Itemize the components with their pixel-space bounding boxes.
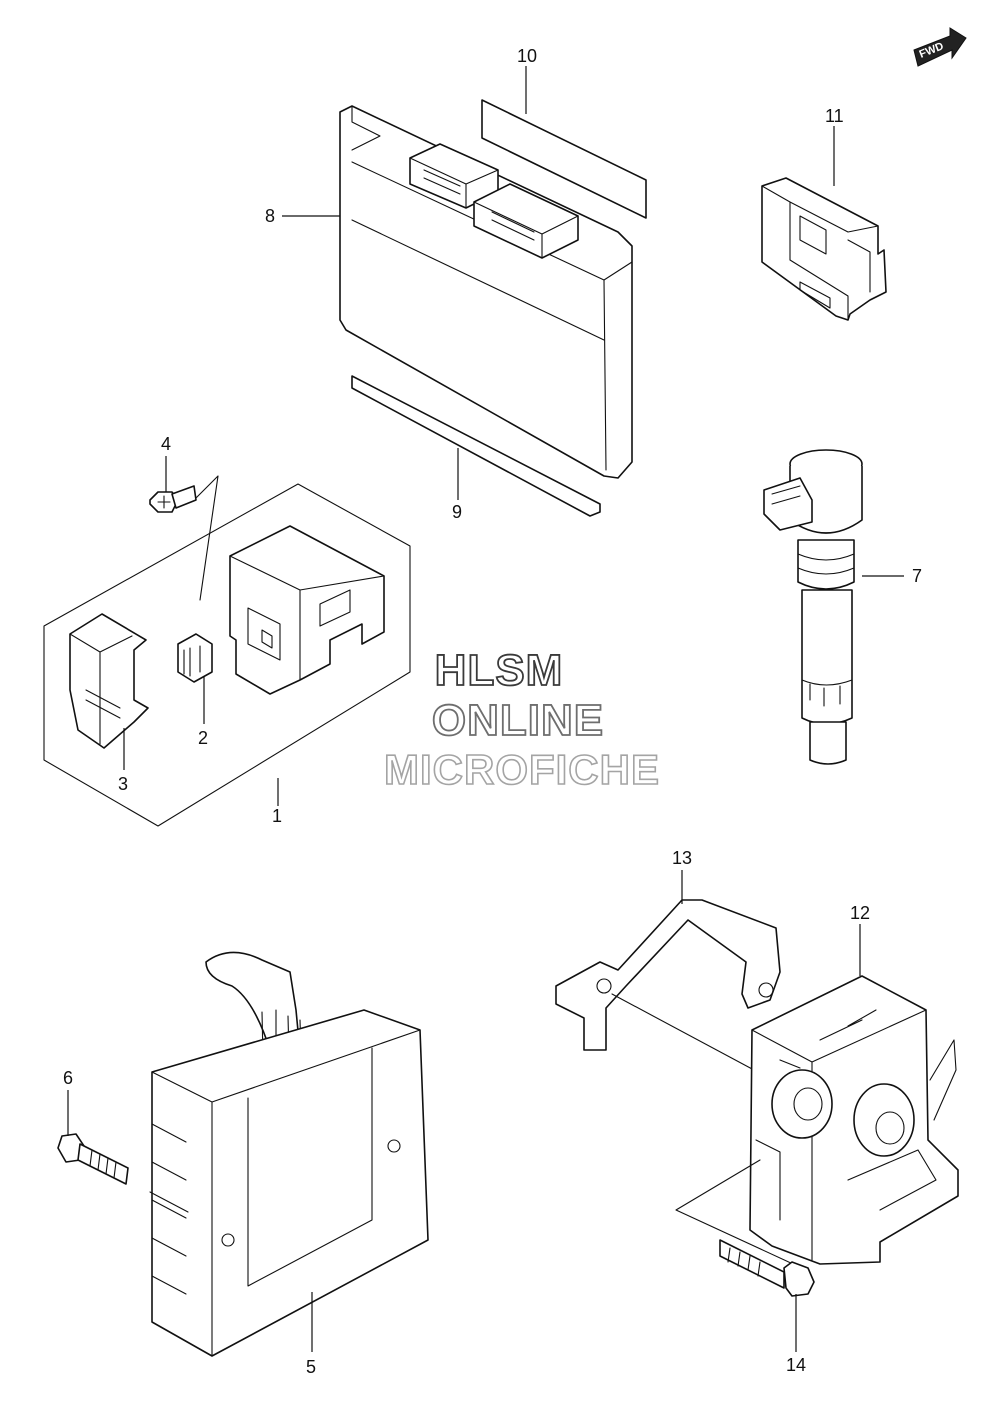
forward-arrow-icon: FWD [913, 27, 967, 67]
part-11-relay[interactable] [761, 177, 887, 321]
callout-labels: 10 8 11 9 7 4 2 3 1 13 12 6 5 14 [63, 46, 922, 1377]
watermark-line-3: MICROFICHE [383, 745, 660, 794]
callout-3: 3 [118, 774, 128, 794]
callout-12: 12 [850, 903, 870, 923]
part-6-bolt[interactable] [57, 1133, 189, 1213]
part-10-pad[interactable] [481, 99, 647, 219]
part-12-actuator[interactable] [675, 975, 959, 1271]
part-1-fuse-box-assembly[interactable] [43, 475, 411, 827]
callout-2: 2 [198, 728, 208, 748]
part-4-bolt[interactable] [149, 485, 197, 513]
callout-14: 14 [786, 1355, 806, 1375]
callout-5: 5 [306, 1357, 316, 1377]
part-8-ecm[interactable] [339, 105, 633, 479]
callout-4: 4 [161, 434, 171, 454]
part-14-bolt[interactable] [719, 1239, 815, 1297]
callout-8: 8 [265, 206, 275, 226]
leader-lines [67, 66, 904, 1352]
watermark-line-1: HLSM [434, 645, 564, 696]
callout-1: 1 [272, 806, 282, 826]
part-5-regulator[interactable] [151, 951, 429, 1357]
watermark-line-2: ONLINE [431, 695, 605, 746]
callout-13: 13 [672, 848, 692, 868]
callout-6: 6 [63, 1068, 73, 1088]
part-13-bracket[interactable] [555, 899, 781, 1071]
part-9-pad[interactable] [351, 375, 601, 517]
callout-9: 9 [452, 502, 462, 522]
callout-11: 11 [825, 106, 844, 126]
callout-10: 10 [517, 46, 537, 66]
callout-7: 7 [912, 566, 922, 586]
part-7-ignition-coil[interactable] [763, 449, 863, 765]
